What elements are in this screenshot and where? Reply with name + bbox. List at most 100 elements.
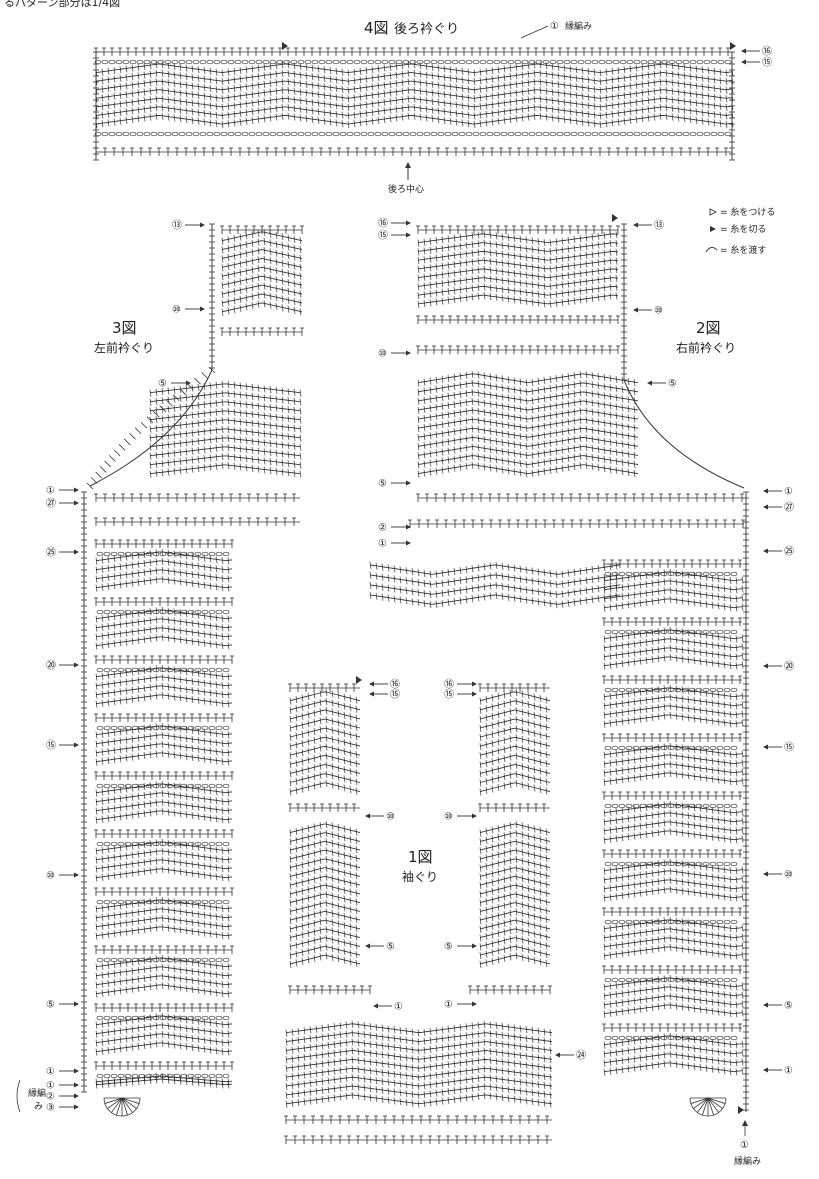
- stitch: [221, 847, 224, 855]
- stitch: [179, 676, 182, 684]
- edging-label: 縁編み: [565, 20, 592, 32]
- chain-stitch: [96, 551, 104, 557]
- stitch: [437, 98, 440, 106]
- stitch: [215, 815, 218, 823]
- stitch: [125, 91, 128, 99]
- stitch: [615, 562, 618, 570]
- stitch: [531, 298, 534, 306]
- stitch: [603, 428, 606, 436]
- chain-stitch: [437, 59, 445, 65]
- stitch: [125, 843, 128, 851]
- stitch: [483, 257, 486, 265]
- stitch: [599, 103, 602, 111]
- stitch: [447, 456, 450, 464]
- edge-stitch: [104, 460, 111, 468]
- stitch: [263, 439, 266, 447]
- stitch: [101, 1029, 104, 1037]
- stitch: [497, 100, 500, 108]
- chain-stitch: [101, 131, 109, 137]
- stitch: [513, 278, 516, 286]
- stitch: [191, 429, 194, 437]
- stitch: [593, 85, 596, 93]
- legend-attach: = 糸をつける: [720, 206, 775, 218]
- chain-stitch: [215, 609, 223, 615]
- stitch: [215, 757, 218, 765]
- stitch-row: [603, 571, 743, 582]
- stitch: [573, 372, 576, 380]
- stitch: [609, 292, 612, 300]
- chain-stitch: [220, 131, 228, 137]
- stitch: [131, 1078, 134, 1086]
- stitch: [191, 1034, 194, 1043]
- stitch: [627, 468, 630, 477]
- stitch: [263, 80, 266, 88]
- stitch: [191, 985, 194, 994]
- stitch: [461, 119, 464, 127]
- stitch: [545, 79, 548, 87]
- stitch: [209, 400, 212, 408]
- stitch: [369, 571, 372, 579]
- chain-stitch: [234, 59, 242, 65]
- stitch: [95, 847, 98, 855]
- stitch: [287, 104, 290, 112]
- stitch: [377, 99, 380, 107]
- stitch: [615, 439, 618, 447]
- stitch: [215, 444, 218, 452]
- stitch: [441, 280, 444, 288]
- stitch: [113, 92, 116, 100]
- stitch: [203, 581, 206, 589]
- stitch: [125, 852, 128, 860]
- stitch: [633, 424, 636, 432]
- stitch: [729, 586, 732, 594]
- chain-stitch: [96, 725, 104, 731]
- stitch: [251, 383, 254, 392]
- stitch: [471, 284, 474, 292]
- stitch: [477, 444, 480, 452]
- stitch: [393, 565, 396, 573]
- chain-stitch: [535, 131, 543, 137]
- stitch: [107, 85, 110, 93]
- stitch: [287, 469, 290, 477]
- chain-stitch: [430, 59, 438, 65]
- stitch: [161, 664, 164, 672]
- stitch: [471, 585, 474, 593]
- stitch: [101, 1047, 104, 1055]
- stitch: [161, 397, 164, 405]
- stitch: [567, 454, 570, 463]
- stitch: [489, 391, 492, 399]
- stitch: [507, 449, 510, 457]
- stitch: [423, 469, 426, 477]
- stitch: [125, 678, 128, 686]
- stitch: [197, 437, 200, 446]
- chain-stitch: [262, 131, 270, 137]
- stitch: [429, 299, 432, 307]
- stitch: [707, 92, 710, 100]
- stitch: [113, 698, 116, 706]
- stitch: [713, 76, 716, 84]
- stitch: [519, 423, 522, 431]
- stitch: [483, 463, 486, 471]
- stitch: [233, 288, 236, 296]
- stitch: [665, 78, 668, 86]
- edge-stitch: [108, 455, 116, 462]
- stitch: [665, 86, 668, 95]
- stitch: [707, 118, 710, 126]
- stitch: [137, 618, 140, 626]
- stitch: [465, 444, 468, 452]
- stitch: [681, 570, 684, 578]
- stitch: [579, 416, 582, 424]
- stitch: [477, 248, 480, 257]
- stitch: [131, 668, 134, 676]
- stitch: [539, 104, 542, 112]
- stitch: [377, 82, 380, 90]
- stitch: [471, 241, 474, 249]
- stitch: [95, 1081, 98, 1089]
- stitch: [209, 436, 212, 444]
- stitch: [443, 99, 446, 107]
- stitch: [609, 274, 612, 283]
- stitch: [561, 272, 564, 280]
- chain-stitch: [556, 131, 564, 137]
- stitch: [489, 257, 492, 266]
- stitch: [597, 454, 600, 463]
- stitch: [591, 399, 594, 407]
